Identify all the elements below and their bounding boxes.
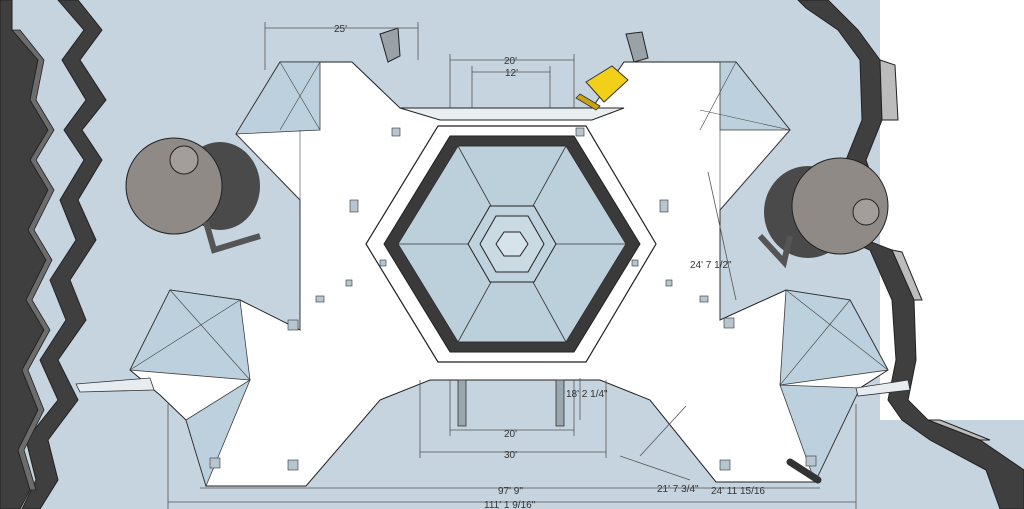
dim-20-top: 20' xyxy=(504,56,517,67)
dimension-labels: 25' 20' 12' 24' 7 1/2" 18' 2 1/4" 20' 30… xyxy=(334,24,765,509)
chimneys xyxy=(379,27,649,63)
dim-21-7-3-4: 21' 7 3/4" xyxy=(657,484,699,495)
tank-left-pipe xyxy=(203,221,261,254)
bulldozer[interactable] xyxy=(575,65,629,111)
tank-right-body xyxy=(791,157,889,255)
dimension-lines xyxy=(167,22,857,509)
side-ramps xyxy=(75,377,911,397)
dim-18-2-1-4: 18' 2 1/4" xyxy=(566,389,608,400)
tank-right-cap xyxy=(852,198,880,226)
dim-97-9: 97' 9" xyxy=(498,486,523,497)
tank-right-pipe xyxy=(757,233,793,269)
support-legs xyxy=(457,379,565,427)
dim-24-11-15-16: 24' 11 15/16 xyxy=(711,486,765,497)
drain-pipe xyxy=(786,458,822,484)
rock-wall-left-light xyxy=(11,29,55,491)
building-top-edge xyxy=(399,107,625,121)
dim-25: 25' xyxy=(334,24,347,35)
dim-111-1-9-16: 111' 1 9/16" xyxy=(484,500,536,509)
roof-details xyxy=(209,127,817,471)
tank-left[interactable] xyxy=(125,137,261,254)
dim-30-bottom: 30' xyxy=(504,450,517,461)
bulldozer-body xyxy=(585,65,629,103)
rock-wall-right xyxy=(797,0,1024,509)
dim-24-7-1-2: 24' 7 1/2" xyxy=(690,260,732,271)
hub-inner-hex-3 xyxy=(495,231,529,257)
tank-left-cap xyxy=(169,145,199,175)
wing-lines xyxy=(129,61,889,386)
central-hub[interactable] xyxy=(365,125,657,363)
tank-right[interactable] xyxy=(757,157,889,269)
bulldozer-blade xyxy=(575,93,601,111)
dim-20-bottom: 20' xyxy=(504,429,517,440)
dim-12-top: 12' xyxy=(505,68,518,79)
